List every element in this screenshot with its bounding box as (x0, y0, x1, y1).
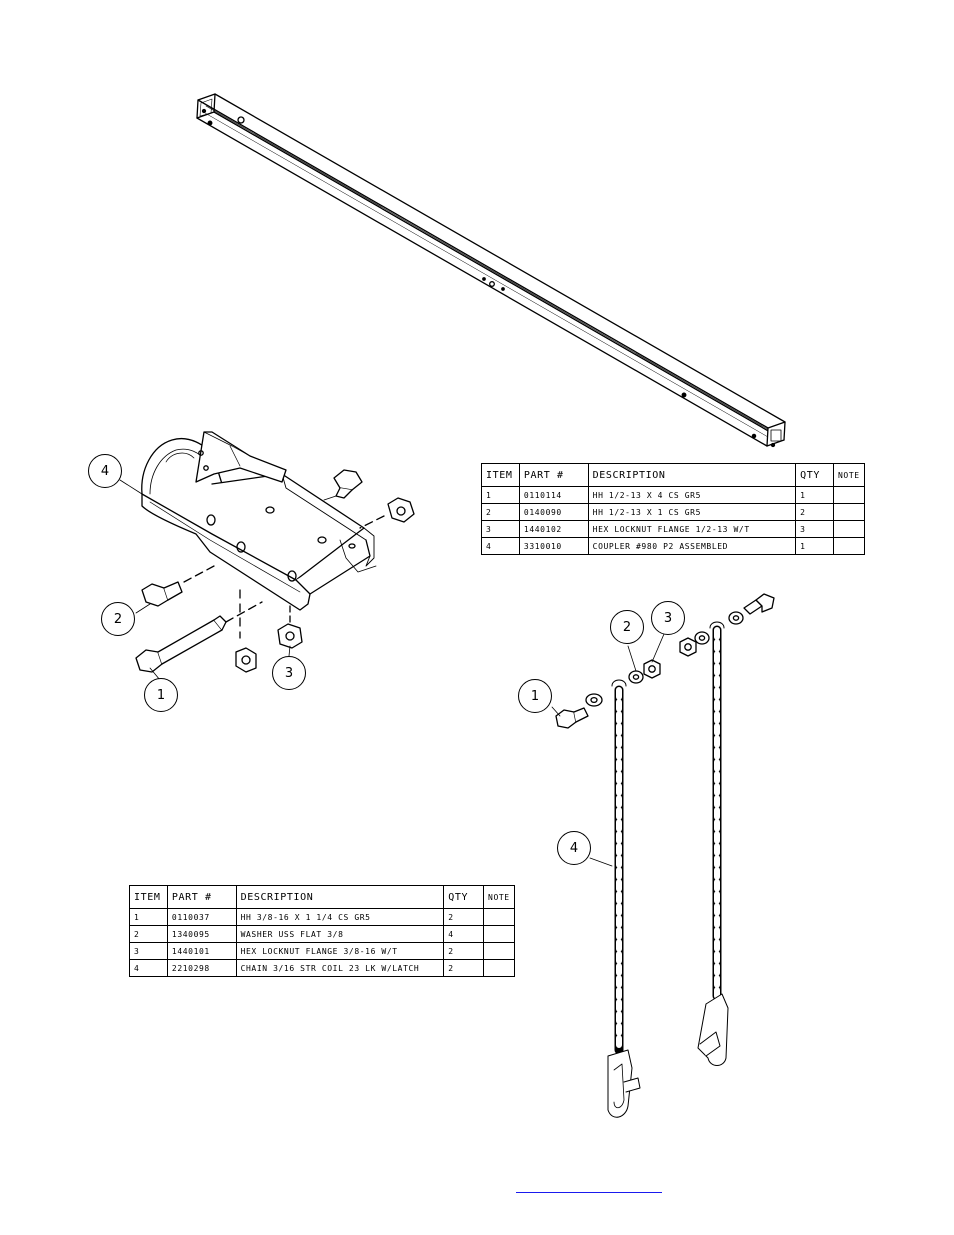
chain-washer-mid (628, 670, 644, 684)
cell-description: HH 1/2-13 X 1 CS GR5 (587, 503, 797, 521)
cell-qty: 4 (443, 925, 485, 943)
chain-locknut-right (679, 637, 697, 657)
balloon-coupler-item-4: 4 (88, 454, 122, 488)
cell-description: HEX LOCKNUT FLANGE 3/8-16 W/T (235, 942, 445, 960)
table-row: 1 0110114 HH 1/2-13 X 4 CS GR5 1 (481, 486, 865, 504)
cell-note (483, 908, 515, 926)
cell-description: HH 1/2-13 X 4 CS GR5 (587, 486, 797, 504)
cell-part: 0140090 (518, 503, 589, 521)
cell-qty: 1 (795, 486, 835, 504)
col-part: PART # (166, 885, 237, 909)
coupler-bolt-long (135, 601, 263, 673)
col-note: NOTE (483, 885, 515, 909)
cell-note (833, 537, 865, 555)
table-row: 2 0140090 HH 1/2-13 X 1 CS GR5 2 (481, 503, 865, 521)
balloon-chain-item-3: 3 (651, 601, 685, 635)
cell-note (833, 503, 865, 521)
cell-item: 2 (481, 503, 520, 521)
footer-link[interactable] (516, 1180, 662, 1193)
cell-description: COUPLER #980 P2 ASSEMBLED (587, 537, 797, 555)
chain-washer-right-a (694, 631, 710, 645)
bom-header-row: ITEM PART # DESCRIPTION QTY NOTE (129, 885, 515, 909)
chain-leaders (551, 633, 665, 867)
cell-description: HH 3/8-16 X 1 1/4 CS GR5 (235, 908, 445, 926)
col-item: ITEM (129, 885, 168, 909)
cell-qty: 2 (443, 908, 485, 926)
col-item: ITEM (481, 463, 520, 487)
cell-part: 1440102 (518, 520, 589, 538)
cell-item: 4 (129, 959, 168, 977)
cell-note (483, 942, 515, 960)
balloon-coupler-item-3: 3 (272, 656, 306, 690)
cell-item: 1 (481, 486, 520, 504)
balloon-chain-item-1: 1 (518, 679, 552, 713)
cell-qty: 3 (795, 520, 835, 538)
cell-description: HEX LOCKNUT FLANGE 1/2-13 W/T (587, 520, 797, 538)
table-row: 3 1440102 HEX LOCKNUT FLANGE 1/2-13 W/T … (481, 520, 865, 538)
cell-note (483, 959, 515, 977)
cell-qty: 2 (795, 503, 835, 521)
table-row: 3 1440101 HEX LOCKNUT FLANGE 3/8-16 W/T … (129, 942, 515, 960)
cell-item: 4 (481, 537, 520, 555)
table-row: 1 0110037 HH 3/8-16 X 1 1/4 CS GR5 2 (129, 908, 515, 926)
cell-part: 0110114 (518, 486, 589, 504)
coupler-bolt-short-left (141, 565, 215, 607)
cell-description: CHAIN 3/16 STR COIL 23 LK W/LATCH (235, 959, 445, 977)
cell-qty: 2 (443, 959, 485, 977)
table-row: 2 1340095 WASHER USS FLAT 3/8 4 (129, 925, 515, 943)
chain-washer-left (585, 693, 603, 707)
chain-washer-right-b (728, 611, 744, 625)
cell-item: 3 (129, 942, 168, 960)
cell-part: 3310010 (518, 537, 589, 555)
col-qty: QTY (795, 463, 835, 487)
cell-part: 2210298 (166, 959, 237, 977)
col-qty: QTY (443, 885, 485, 909)
cell-item: 1 (129, 908, 168, 926)
cell-qty: 1 (795, 537, 835, 555)
chain-bolt-right (743, 593, 775, 615)
balloon-coupler-item-1: 1 (144, 678, 178, 712)
coupler-bolt-short-top (323, 469, 363, 501)
cell-item: 3 (481, 520, 520, 538)
chain-locknut-left (643, 659, 661, 679)
cell-note (833, 520, 865, 538)
balloon-chain-item-2: 2 (610, 610, 644, 644)
cell-description: WASHER USS FLAT 3/8 (235, 925, 445, 943)
coupler-locknut-mid (277, 605, 303, 649)
safety-chain-right (697, 621, 729, 1066)
coupler-locknut-bottom (235, 589, 257, 673)
col-note: NOTE (833, 463, 865, 487)
chain-bolt-left (555, 707, 589, 729)
cell-part: 0110037 (166, 908, 237, 926)
bom-table-chains: ITEM PART # DESCRIPTION QTY NOTE 1 01100… (129, 885, 515, 977)
balloon-coupler-item-2: 2 (101, 602, 135, 636)
col-description: DESCRIPTION (235, 885, 445, 909)
tongue-tube (196, 93, 786, 448)
coupler (141, 431, 377, 611)
table-row: 4 3310010 COUPLER #980 P2 ASSEMBLED 1 (481, 537, 865, 555)
cell-part: 1440101 (166, 942, 237, 960)
cell-part: 1340095 (166, 925, 237, 943)
safety-chain-left (607, 679, 641, 1118)
cell-note (483, 925, 515, 943)
col-description: DESCRIPTION (587, 463, 797, 487)
coupler-locknut-right (359, 497, 415, 529)
cell-note (833, 486, 865, 504)
bom-table-coupler: ITEM PART # DESCRIPTION QTY NOTE 1 01101… (481, 463, 865, 555)
col-part: PART # (518, 463, 589, 487)
cell-item: 2 (129, 925, 168, 943)
balloon-chain-item-4: 4 (557, 831, 591, 865)
cell-qty: 2 (443, 942, 485, 960)
bom-header-row: ITEM PART # DESCRIPTION QTY NOTE (481, 463, 865, 487)
table-row: 4 2210298 CHAIN 3/16 STR COIL 23 LK W/LA… (129, 959, 515, 977)
